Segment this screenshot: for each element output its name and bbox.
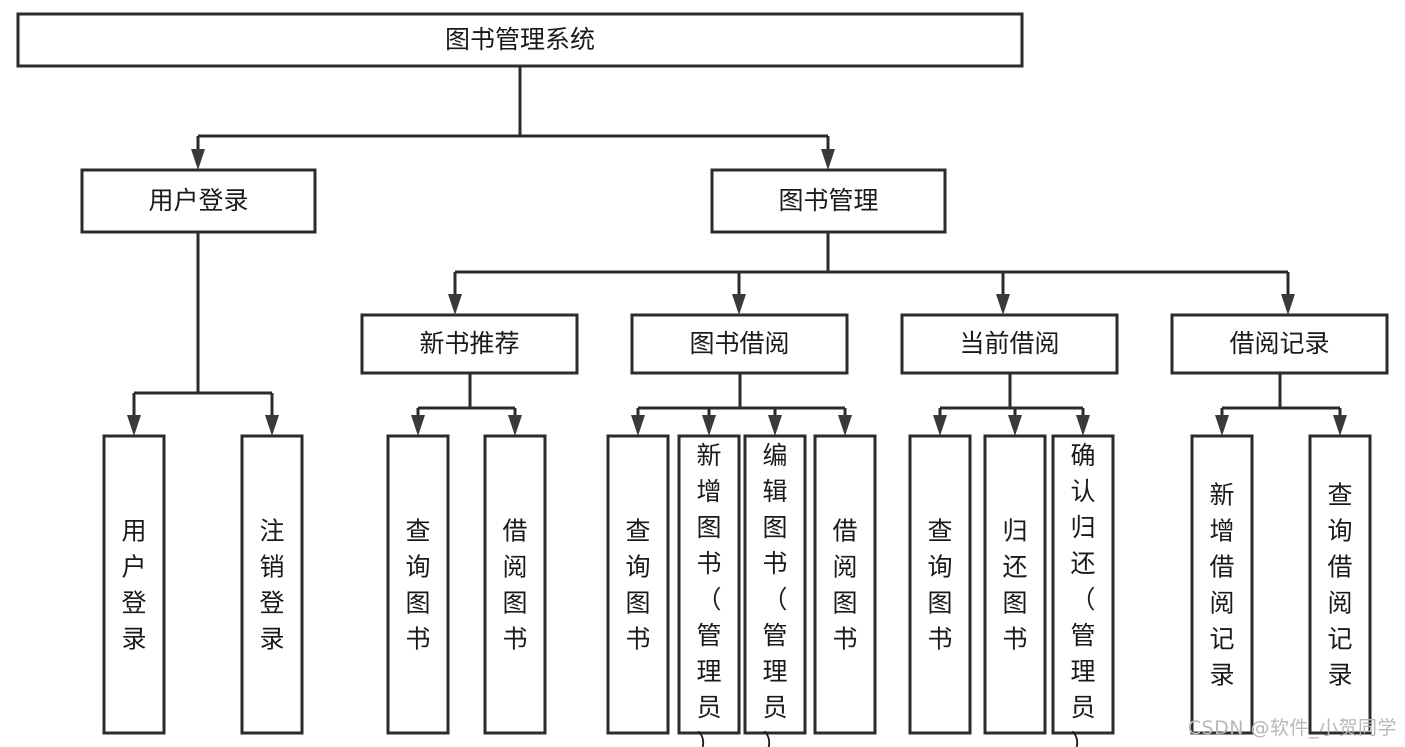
arrow-down-icon-book-manage-0 [448,294,462,315]
leaf-node-leaf-add-book-label: 新增图书（管理员） [696,441,721,747]
leaf-node-leaf-edit-book-box[interactable] [743,434,807,735]
arrow-down-icon-root-1 [821,149,835,170]
connectors-layer [127,66,1347,436]
level2-node-book-manage-label: 图书管理 [778,186,878,215]
arrow-down-icon-current-borrow-1 [1008,415,1022,436]
arrow-down-icon-root-0 [191,149,205,170]
level2-node-user-login-box[interactable] [80,168,317,234]
level3-node-current-borrow-label: 当前借阅 [959,329,1059,358]
arrow-down-icon-user-login-0 [127,415,141,436]
arrow-down-icon-book-borrow-2 [768,415,782,436]
level3-node-borrow-record-box[interactable] [1170,313,1389,375]
arrow-down-icon-book-borrow-3 [838,415,852,436]
leaf-node-leaf-user-login-label: 用户登录 [121,517,146,654]
arrow-down-icon-current-borrow-0 [933,415,947,436]
arrow-down-icon-book-manage-2 [996,294,1010,315]
leaf-node-leaf-add-record-box[interactable] [1190,434,1254,735]
leaf-node-leaf-user-logout-box[interactable] [240,434,304,735]
leaf-node-leaf-return-book-box[interactable] [983,434,1047,735]
leaf-node-leaf-query-book-rec-box[interactable] [386,434,450,735]
leaf-node-leaf-query-record-label: 查询借阅记录 [1327,481,1352,690]
leaf-node-leaf-borrow-book-label: 借阅图书 [832,517,857,654]
leaf-node-leaf-edit-book-label: 编辑图书（管理员） [762,441,787,747]
leaf-node-leaf-add-record-label: 新增借阅记录 [1209,481,1234,690]
leaf-node-leaf-user-login-box[interactable] [102,434,166,735]
arrow-down-icon-new-book-rec-0 [411,415,425,436]
leaf-node-leaf-query-book-borrow-box[interactable] [606,434,670,735]
arrow-down-icon-user-login-1 [265,415,279,436]
arrow-down-icon-current-borrow-2 [1076,415,1090,436]
leaf-node-leaf-query-record-box[interactable] [1308,434,1372,735]
level3-node-new-book-rec-box[interactable] [360,313,579,375]
root-node-system-box[interactable] [16,12,1024,68]
level3-node-borrow-record-label: 借阅记录 [1229,329,1329,358]
level2-node-book-manage-box[interactable] [710,168,947,234]
leaf-node-leaf-query-book-rec-label: 查询图书 [405,517,430,654]
leaf-node-leaf-query-book-current-box[interactable] [908,434,972,735]
level3-node-new-book-rec-label: 新书推荐 [419,329,519,358]
leaf-node-leaf-borrow-book-rec-box[interactable] [483,434,547,735]
arrow-down-icon-book-borrow-1 [702,415,716,436]
root-node-system-label: 图书管理系统 [445,25,595,54]
leaf-node-leaf-return-book-label: 归还图书 [1002,517,1027,654]
leaf-node-leaf-query-book-current-label: 查询图书 [927,517,952,654]
arrow-down-icon-borrow-record-0 [1215,415,1229,436]
leaf-node-leaf-borrow-book-rec-label: 借阅图书 [502,517,527,654]
arrow-down-icon-book-borrow-0 [631,415,645,436]
leaf-node-leaf-confirm-return-box[interactable] [1051,434,1115,735]
level3-node-book-borrow-box[interactable] [630,313,849,375]
nodes-layer: 图书管理系统用户登录图书管理新书推荐图书借阅当前借阅借阅记录用户登录注销登录查询… [16,12,1389,747]
level3-node-current-borrow-box[interactable] [900,313,1119,375]
arrow-down-icon-borrow-record-1 [1333,415,1347,436]
leaf-node-leaf-user-logout-label: 注销登录 [259,517,284,654]
level3-node-book-borrow-label: 图书借阅 [689,329,789,358]
leaf-node-leaf-query-book-borrow-label: 查询图书 [625,517,650,654]
leaf-node-leaf-confirm-return-label: 确认归还（管理员） [1070,441,1095,747]
arrow-down-icon-new-book-rec-1 [508,415,522,436]
leaf-node-leaf-borrow-book-box[interactable] [813,434,877,735]
level2-node-user-login-label: 用户登录 [148,186,248,215]
leaf-node-leaf-add-book-box[interactable] [677,434,741,735]
arrow-down-icon-book-manage-3 [1281,294,1295,315]
arrow-down-icon-book-manage-1 [732,294,746,315]
